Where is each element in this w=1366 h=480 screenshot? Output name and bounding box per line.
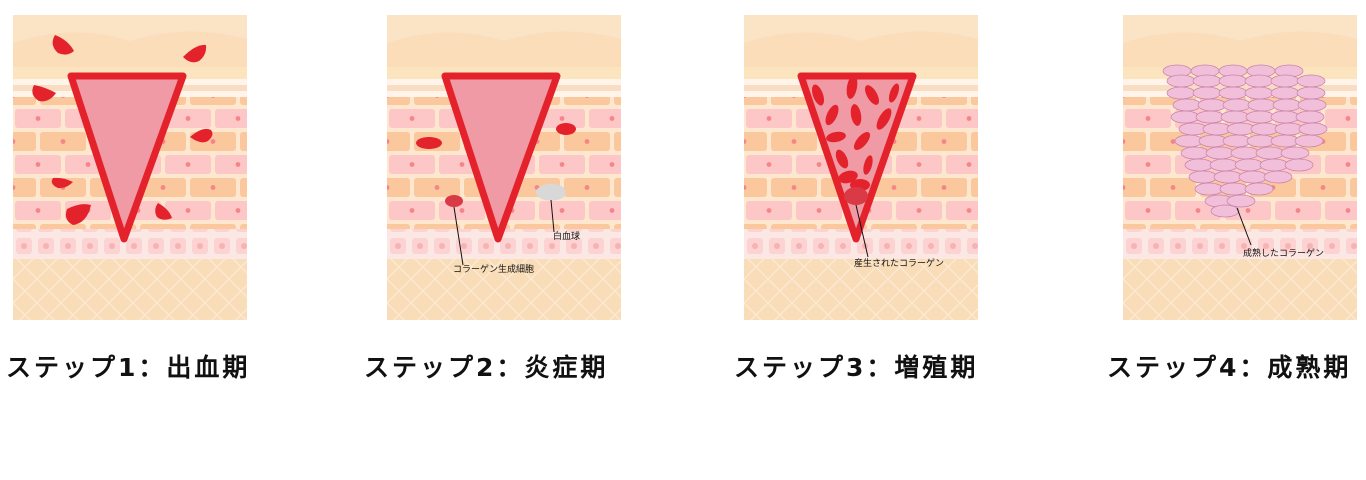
collagen-oval (1272, 98, 1302, 112)
skin-diagram-2: コラーゲン生成細胞 白血球 (387, 15, 621, 320)
collagen-oval (1244, 74, 1274, 88)
collagen-oval (1197, 98, 1227, 112)
white-blood-cell (535, 183, 566, 201)
collagen-oval (1255, 146, 1285, 160)
new-collagen-label: 産生されたコラーゲン (854, 257, 944, 269)
fibroblast (556, 123, 576, 135)
collagen-oval (1166, 74, 1196, 88)
collagen-oval (1280, 146, 1310, 160)
fibroblast (416, 137, 442, 149)
collagen-oval (1296, 86, 1326, 100)
collagen-oval (1219, 182, 1249, 196)
collagen-oval (1244, 182, 1274, 196)
skin-diagram-1 (13, 15, 247, 320)
collagen-oval (1294, 134, 1324, 148)
collagen-oval (1234, 158, 1264, 172)
collagen-oval (1263, 170, 1293, 184)
collagen-oval (1295, 110, 1325, 124)
collagen-oval (1166, 86, 1196, 100)
collagen-oval (1195, 110, 1225, 124)
collagen-oval (1284, 158, 1314, 172)
collagen-oval (1259, 158, 1289, 172)
collagen-oval (1184, 158, 1214, 172)
collagen-oval (1270, 74, 1300, 88)
collagen-oval (1226, 194, 1256, 208)
collagen-oval (1192, 74, 1222, 88)
collagen-oval (1180, 146, 1210, 160)
panel-step-3: 産生されたコラーゲン (744, 15, 978, 320)
fibroblast-pointed (445, 195, 463, 207)
collagen-oval (1192, 86, 1222, 100)
panel-step-2: コラーゲン生成細胞 白血球 (387, 15, 621, 320)
collagen-oval (1270, 110, 1300, 124)
panel-step-1 (13, 15, 247, 320)
collagen-oval (1244, 86, 1274, 100)
collagen-oval (1218, 86, 1248, 100)
collagen-oval (1270, 86, 1300, 100)
skin-diagram-3: 産生されたコラーゲン (744, 15, 978, 320)
collagen-oval (1222, 98, 1252, 112)
collagen-oval (1238, 170, 1268, 184)
step-2-caption: ステップ2：炎症期 (364, 353, 609, 382)
collagen-oval (1209, 158, 1239, 172)
collagen-oval (1172, 98, 1202, 112)
mature-collagen-label: 成熟したコラーゲン (1243, 247, 1324, 259)
wound (67, 72, 187, 243)
wound (441, 72, 561, 243)
step-3-caption: ステップ3：増殖期 (734, 353, 979, 382)
collagen-oval (1194, 182, 1224, 196)
skin-diagram-4: 成熟したコラーゲン (1123, 15, 1357, 320)
collagen-oval (1245, 110, 1275, 124)
panel-step-4: 成熟したコラーゲン (1123, 15, 1357, 320)
collagen-oval (1298, 122, 1328, 136)
collagen-oval (1296, 74, 1326, 88)
step-1-caption: ステップ1：出血期 (6, 353, 251, 382)
mature-collagen-cells (1162, 64, 1328, 218)
collagen-oval (1170, 110, 1200, 124)
collagen-oval (1247, 98, 1277, 112)
collagen-oval (1210, 204, 1240, 218)
collagen-oval (1205, 146, 1235, 160)
collagen-oval (1188, 170, 1218, 184)
blood-droplets (32, 35, 213, 225)
collagen-oval (1218, 74, 1248, 88)
collagen-oval (1220, 110, 1250, 124)
step-4-caption: ステップ4：成熟期 (1107, 353, 1352, 382)
white-blood-cell-label: 白血球 (553, 230, 580, 242)
collagen-oval (1297, 98, 1327, 112)
collagen-oval (1213, 170, 1243, 184)
fibroblast-label: コラーゲン生成細胞 (453, 263, 534, 275)
new-collagen-cells (811, 75, 900, 205)
collagen-oval (1230, 146, 1260, 160)
